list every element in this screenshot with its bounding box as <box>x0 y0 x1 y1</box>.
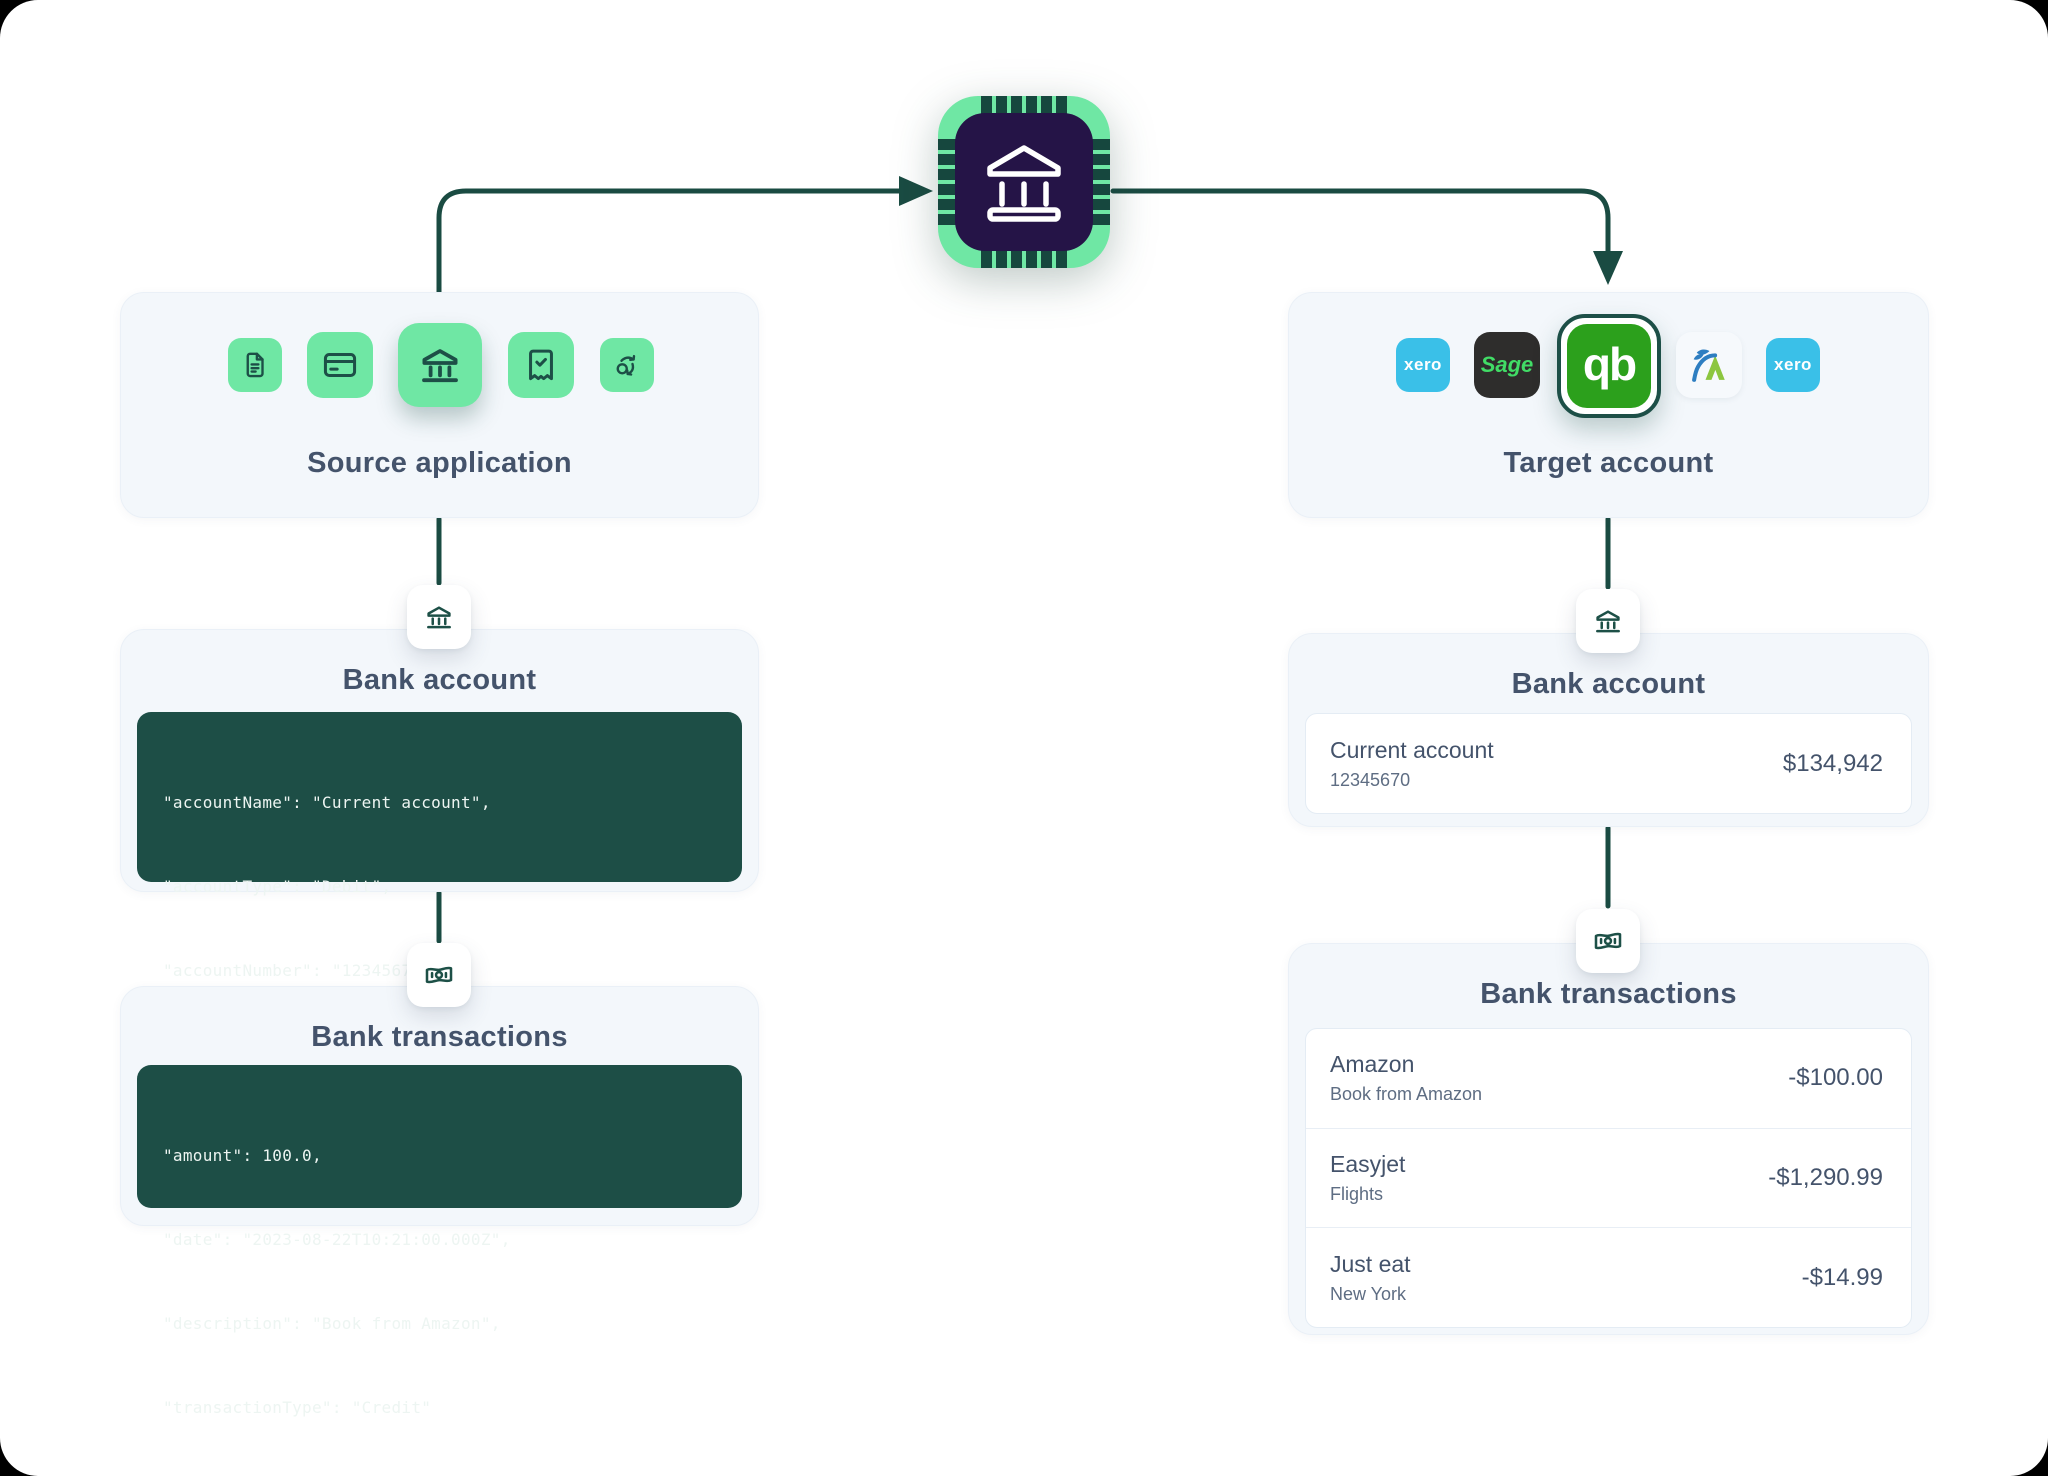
transaction-name: Easyjet <box>1330 1151 1406 1177</box>
bank-account-badge <box>1576 589 1640 653</box>
transaction-amount: -$14.99 <box>1801 1263 1883 1291</box>
source-bank-transactions-panel: Bank transactions "amount": 100.0, "date… <box>120 986 759 1417</box>
xero-app-tile: xero <box>1766 338 1820 392</box>
bank-icon <box>1596 610 1620 633</box>
bank-account-code-block: "accountName": "Current account", "accou… <box>137 712 742 1148</box>
transaction-description: New York <box>1330 1283 1407 1304</box>
account-number: 12345670 <box>1330 769 1411 790</box>
transaction-name: Just eat <box>1330 1250 1411 1277</box>
quickbooks-app-tile-selected: qb <box>1557 314 1661 418</box>
code-line: "accountType": "Debit", <box>163 877 392 896</box>
freeagent-app-tile <box>1676 332 1742 398</box>
code-line: "transactionType": "Credit" <box>163 1398 432 1417</box>
bank-icon <box>427 606 451 629</box>
transaction-name: Amazon <box>1330 1051 1415 1078</box>
source-application-panel: Source application <box>120 292 759 518</box>
source-application-title: Source application <box>307 447 572 479</box>
code-line: "description": "Book from Amazon", <box>163 1314 501 1333</box>
credit-card-icon <box>307 332 373 398</box>
bank-icon <box>398 323 482 407</box>
banknote-icon <box>1594 932 1622 950</box>
sage-app-tile: Sage <box>1474 332 1540 398</box>
code-line: "amount": 100.0, <box>163 1146 322 1165</box>
banknote-icon <box>425 966 453 984</box>
code-line: "accountName": "Current account", <box>163 793 491 812</box>
transaction-row: Just eat New York -$14.99 <box>1306 1227 1911 1327</box>
transaction-row: Amazon Book from Amazon -$100.00 <box>1306 1029 1911 1128</box>
transaction-description: Flights <box>1330 1184 1384 1204</box>
source-bank-account-panel: Bank account "accountName": "Current acc… <box>120 629 759 1148</box>
target-bank-transactions-panel: Bank transactions Amazon Book from Amazo… <box>1288 943 1929 1335</box>
target-account-title: Target account <box>1503 447 1714 479</box>
bank-account-title: Bank account <box>1511 668 1706 700</box>
bank-transactions-title: Bank transactions <box>311 1021 568 1053</box>
transaction-amount: -$100.00 <box>1788 1064 1883 1092</box>
transaction-row: Easyjet Flights -$1,290.99 <box>1306 1127 1911 1228</box>
account-summary-card: Current account 12345670 $134,942 <box>1305 713 1912 814</box>
quickbooks-logo-text: qb <box>1582 338 1637 390</box>
freeagent-logo-icon <box>1692 349 1725 382</box>
transaction-amount: -$1,290.99 <box>1768 1164 1883 1191</box>
bank-transactions-badge <box>1576 909 1640 973</box>
target-account-panel: xero Sage qb xero Target account <box>1288 292 1929 518</box>
account-name: Current account <box>1330 736 1494 763</box>
account-balance: $134,942 <box>1782 749 1883 777</box>
quickbooks-logo: qb <box>1567 324 1651 408</box>
transactions-list: Amazon Book from Amazon -$100.00 Easyjet… <box>1305 1028 1912 1328</box>
document-icon <box>228 338 282 392</box>
bank-transactions-badge <box>407 943 471 1007</box>
transaction-description: Book from Amazon <box>1330 1084 1483 1105</box>
bank-transactions-title: Bank transactions <box>1480 978 1737 1010</box>
receipt-check-icon <box>508 332 574 398</box>
xero-logo-text: xero <box>1774 355 1812 374</box>
target-bank-account-panel: Bank account Current account 12345670 $1… <box>1288 633 1929 827</box>
code-line: "date": "2023-08-22T10:21:00.000Z", <box>163 1230 511 1249</box>
xero-app-tile: xero <box>1396 338 1450 392</box>
bank-account-badge <box>407 585 471 649</box>
sage-logo-text: Sage <box>1480 352 1534 377</box>
sync-icon <box>600 338 654 392</box>
bank-chip-icon <box>938 96 1110 268</box>
bank-transactions-code-block: "amount": 100.0, "date": "2023-08-22T10:… <box>137 1065 742 1417</box>
bank-account-title: Bank account <box>342 664 537 696</box>
xero-logo-text: xero <box>1404 355 1442 374</box>
